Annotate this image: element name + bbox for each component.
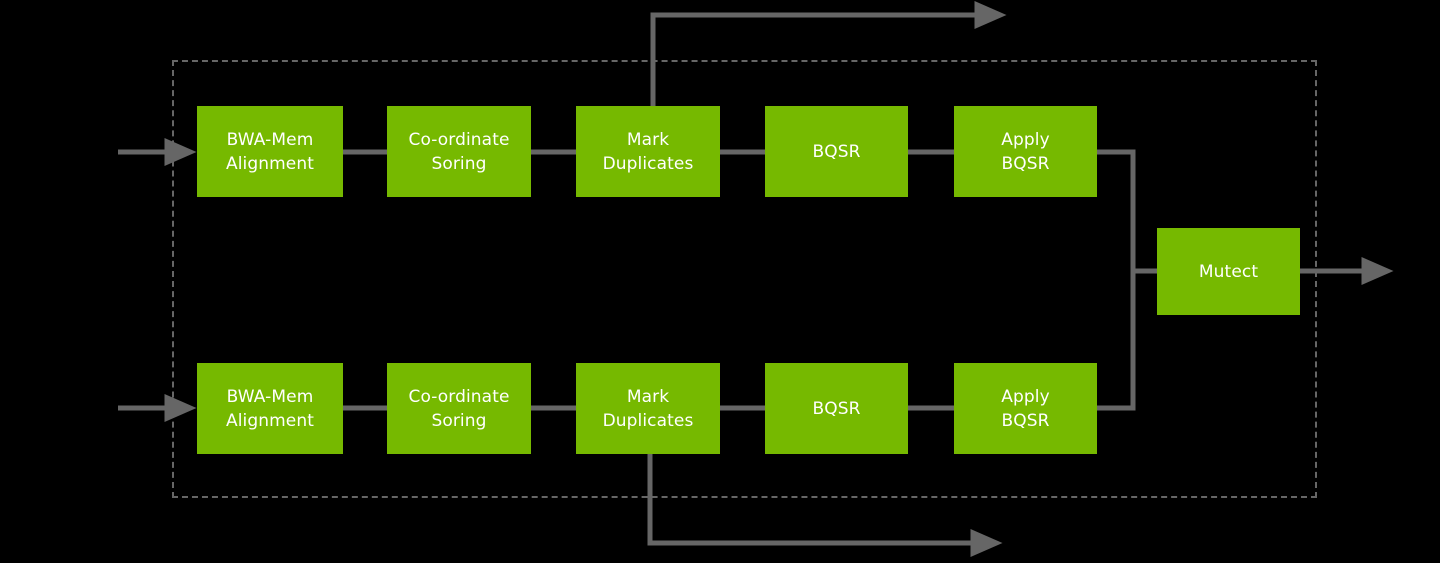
edge-dup-out-top (650, 1, 1007, 106)
node-label-line1: Co-ordinate (408, 129, 510, 150)
node-bqsr-1[interactable]: BQSR (765, 106, 908, 197)
node-label-line2: BQSR (1001, 410, 1050, 431)
node-label-line1: BWA-Mem (226, 386, 314, 407)
node-co-ordinate-sorting-1[interactable]: Co-ordinate Soring (387, 106, 531, 197)
node-label-line1: Mark (626, 129, 670, 150)
node-co-ordinate-sorting-2[interactable]: Co-ordinate Soring (387, 363, 531, 454)
node-label-line1: Co-ordinate (408, 386, 510, 407)
edge-apply-merge-2 (1097, 271, 1136, 411)
node-label-line2: Duplicates (602, 153, 694, 174)
node-mark-duplicates-2[interactable]: Mark Duplicates (576, 363, 720, 454)
node-label-line1: Mutect (1198, 261, 1259, 282)
node-label-line1: BQSR (812, 398, 861, 419)
node-bwa-mem-alignment-1[interactable]: BWA-Mem Alignment (197, 106, 343, 197)
node-label-line1: BQSR (812, 141, 861, 162)
node-bqsr-2[interactable]: BQSR (765, 363, 908, 454)
node-label-line1: Apply (1001, 386, 1050, 407)
node-label-line2: Soring (431, 153, 487, 174)
node-label-line1: BWA-Mem (226, 129, 314, 150)
node-label-line2: Duplicates (602, 410, 694, 431)
node-apply-bqsr-1[interactable]: Apply BQSR (954, 106, 1097, 197)
node-bwa-mem-alignment-2[interactable]: BWA-Mem Alignment (197, 363, 343, 454)
node-label-line2: Soring (431, 410, 487, 431)
node-apply-bqsr-2[interactable]: Apply BQSR (954, 363, 1097, 454)
node-label-line1: Apply (1001, 129, 1050, 150)
edge-apply-merge-1 (1097, 149, 1136, 271)
node-label-line2: Alignment (225, 410, 314, 431)
node-mark-duplicates-1[interactable]: Mark Duplicates (576, 106, 720, 197)
edge-dup-out-bottom (647, 454, 1003, 557)
node-mutect[interactable]: Mutect (1157, 228, 1300, 315)
node-label-line1: Mark (626, 386, 670, 407)
node-label-line2: Alignment (225, 153, 314, 174)
node-label-line2: BQSR (1001, 153, 1050, 174)
